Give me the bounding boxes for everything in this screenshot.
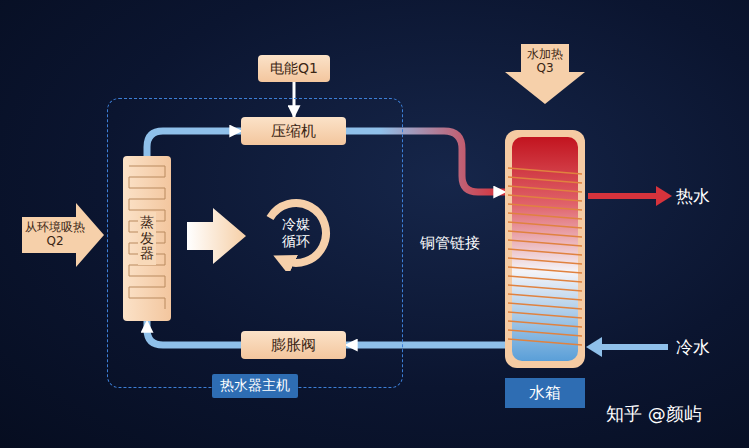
tank-label: 水箱 <box>505 378 585 408</box>
coil-winding <box>508 258 582 264</box>
tank-shell <box>505 130 585 368</box>
cycle-text: 冷媒 循环 <box>258 216 334 250</box>
pipe-connector <box>346 131 505 192</box>
pipe-connector <box>147 131 241 156</box>
box-text: 压缩机 <box>271 122 316 141</box>
hot-water-pipe <box>588 193 658 199</box>
water-tank: 水箱 <box>505 130 585 368</box>
host-region: 压缩机蒸发器膨胀阀冷媒 循环热水器主机 <box>107 98 403 388</box>
pipe-connector <box>346 342 505 349</box>
coil-winding <box>508 204 582 210</box>
coil-winding <box>508 231 582 237</box>
cold-water-head <box>586 337 602 357</box>
hot-water-head <box>656 186 672 206</box>
coil-winding <box>508 240 582 246</box>
box-text: 电能Q1 <box>270 60 318 78</box>
coil-winding <box>508 330 582 336</box>
evaporator-box: 蒸发器 <box>123 156 171 321</box>
coil-winding <box>508 195 582 201</box>
coil-winding <box>508 249 582 255</box>
box-text: 蒸发器 <box>138 212 156 264</box>
pipe-connector <box>293 82 296 117</box>
watermark: 知乎 @颜屿 <box>606 402 702 426</box>
coil-winding <box>508 285 582 291</box>
fin-line <box>129 166 165 309</box>
refrigerant-cycle: 冷媒 循环 <box>258 195 334 271</box>
box-text: 膨胀阀 <box>271 336 316 355</box>
arrow-text: 水加热 Q3 <box>521 47 569 76</box>
coil-winding <box>508 186 582 192</box>
expansion-valve-box: 膨胀阀 <box>241 331 346 359</box>
coil-winding <box>508 222 582 228</box>
flow-arrow <box>187 208 246 264</box>
coil-winding <box>508 213 582 219</box>
coil-winding <box>508 339 582 345</box>
pipe-label: 铜管链接 <box>420 234 480 253</box>
arrow-text: 从环境吸热 Q2 <box>22 220 88 249</box>
arrow-body <box>505 44 585 104</box>
tank-shape <box>505 130 585 368</box>
cold-water-label: 冷水 <box>676 336 710 359</box>
water-heating-arrow: 水加热 Q3 <box>505 44 585 104</box>
hot-water-label: 热水 <box>676 185 710 208</box>
cold-water-pipe <box>600 344 668 350</box>
coil-winding <box>508 303 582 309</box>
coil-winding <box>508 168 582 174</box>
coil-winding <box>508 267 582 273</box>
ambient-heat-arrow: 从环境吸热 Q2 <box>22 203 104 267</box>
compressor-box: 压缩机 <box>241 117 346 145</box>
region-heading: 热水器主机 <box>212 374 298 398</box>
coil-winding <box>508 177 582 183</box>
power-input-box: 电能Q1 <box>258 55 330 82</box>
pipe-connector <box>147 321 241 345</box>
coil-winding <box>508 312 582 318</box>
coil-winding <box>508 294 582 300</box>
coil-winding <box>508 321 582 327</box>
arrow-body <box>22 203 104 267</box>
coil-winding <box>508 276 582 282</box>
